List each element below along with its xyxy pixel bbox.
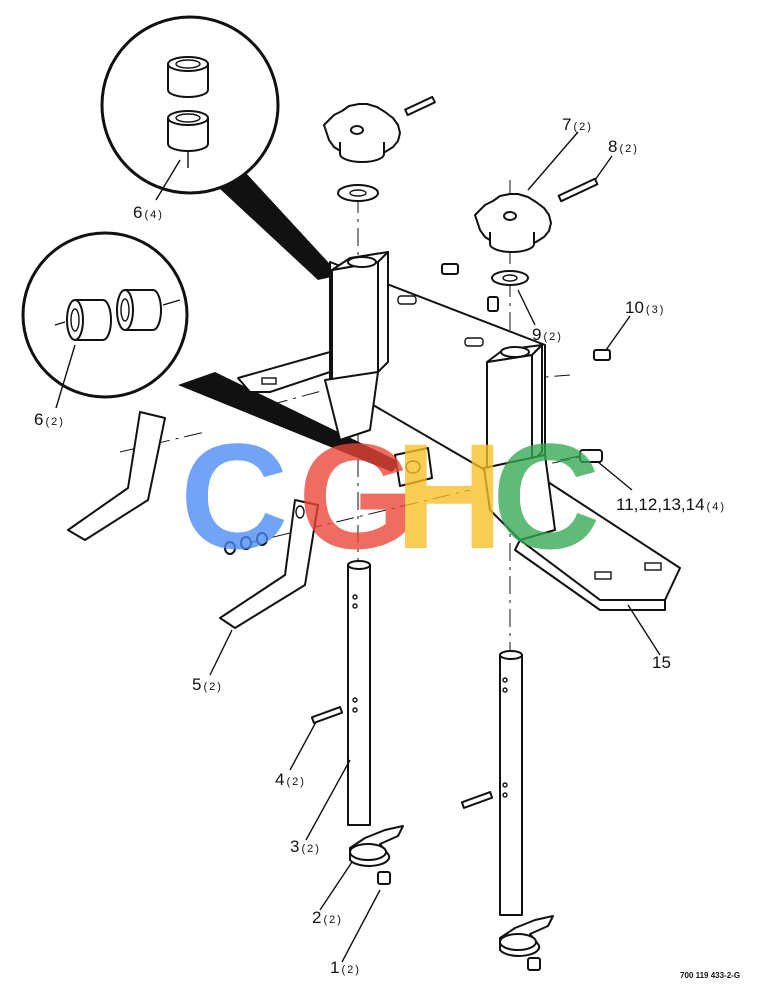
hardware-washers <box>224 532 268 555</box>
grease-fittings <box>441 263 611 361</box>
tine-holder-left <box>349 825 404 885</box>
frame-assembly <box>237 251 681 611</box>
leader-lines <box>55 131 661 963</box>
tine-upper <box>67 411 166 541</box>
callout-2: 2(2) <box>312 908 343 927</box>
watermark-letter: H <box>395 412 503 580</box>
tine-lower <box>219 499 319 629</box>
callout-5: 5(2) <box>192 675 223 694</box>
bushing-icon <box>167 110 209 152</box>
bushing-icon <box>167 56 209 98</box>
left-sleeve <box>324 251 389 441</box>
bushing-icon <box>66 299 112 341</box>
roll-pin-shaft-right <box>460 791 494 809</box>
mount-plate <box>394 447 433 487</box>
shaft-right <box>499 650 523 916</box>
callout-9: 9(2) <box>532 325 563 344</box>
right-sleeve <box>483 344 556 541</box>
washer-left <box>337 184 379 202</box>
watermark-letter: C <box>180 412 288 580</box>
roll-pin-left <box>404 95 436 117</box>
callout-7: 7(2) <box>562 115 593 134</box>
tine-holder-right <box>499 915 554 971</box>
sprocket-left <box>323 103 401 163</box>
bolt-icon <box>559 449 603 463</box>
callout-3: 3(2) <box>290 837 321 856</box>
watermark-letter: C <box>492 412 600 580</box>
callout-4: 4(2) <box>275 770 306 789</box>
shaft-left <box>347 560 371 826</box>
callout-10: 10(3) <box>625 298 665 317</box>
callout-11-14: 11,12,13,14(4) <box>616 495 726 514</box>
bushing-icon <box>116 289 162 331</box>
sprocket-right <box>474 193 552 253</box>
detail-bubble-lower <box>21 231 400 472</box>
watermark: C G H C <box>180 412 600 580</box>
washer-right <box>491 270 529 286</box>
callout-6-upper: 6(4) <box>133 203 164 222</box>
drawing-number: 700 119 433-2-G <box>680 971 740 980</box>
watermark-letter: G <box>298 412 415 580</box>
roll-pin-4 <box>310 706 344 724</box>
detail-bubble-upper <box>100 15 340 280</box>
callout-6-lower: 6(2) <box>34 410 65 429</box>
roll-pin-right <box>557 177 599 203</box>
callout-8: 8(2) <box>608 137 639 156</box>
callout-1: 1(2) <box>330 958 361 977</box>
callout-15: 15 <box>652 653 671 672</box>
callout-labels: 1(2) 2(2) 3(2) 4(2) 5(2) 6(4) 6(2) 7(2) … <box>34 115 726 977</box>
